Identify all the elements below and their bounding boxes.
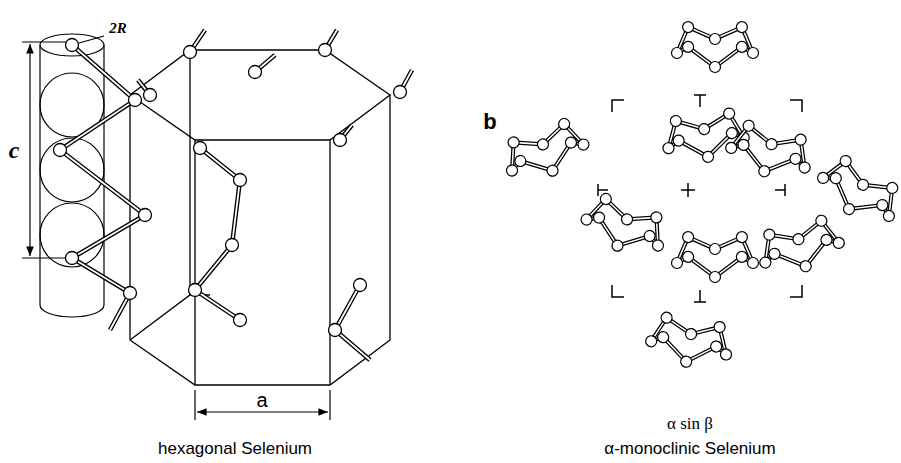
axis-label: α sin β — [665, 415, 715, 434]
dimension-label: c — [7, 137, 22, 163]
caption-text: α-monoclinic Selenium — [602, 440, 777, 459]
axis-label: b — [481, 110, 498, 134]
radius-label: 2R — [107, 20, 129, 37]
caption-text: hexagonal Selenium — [156, 440, 314, 459]
dimension-label: a — [254, 389, 269, 411]
